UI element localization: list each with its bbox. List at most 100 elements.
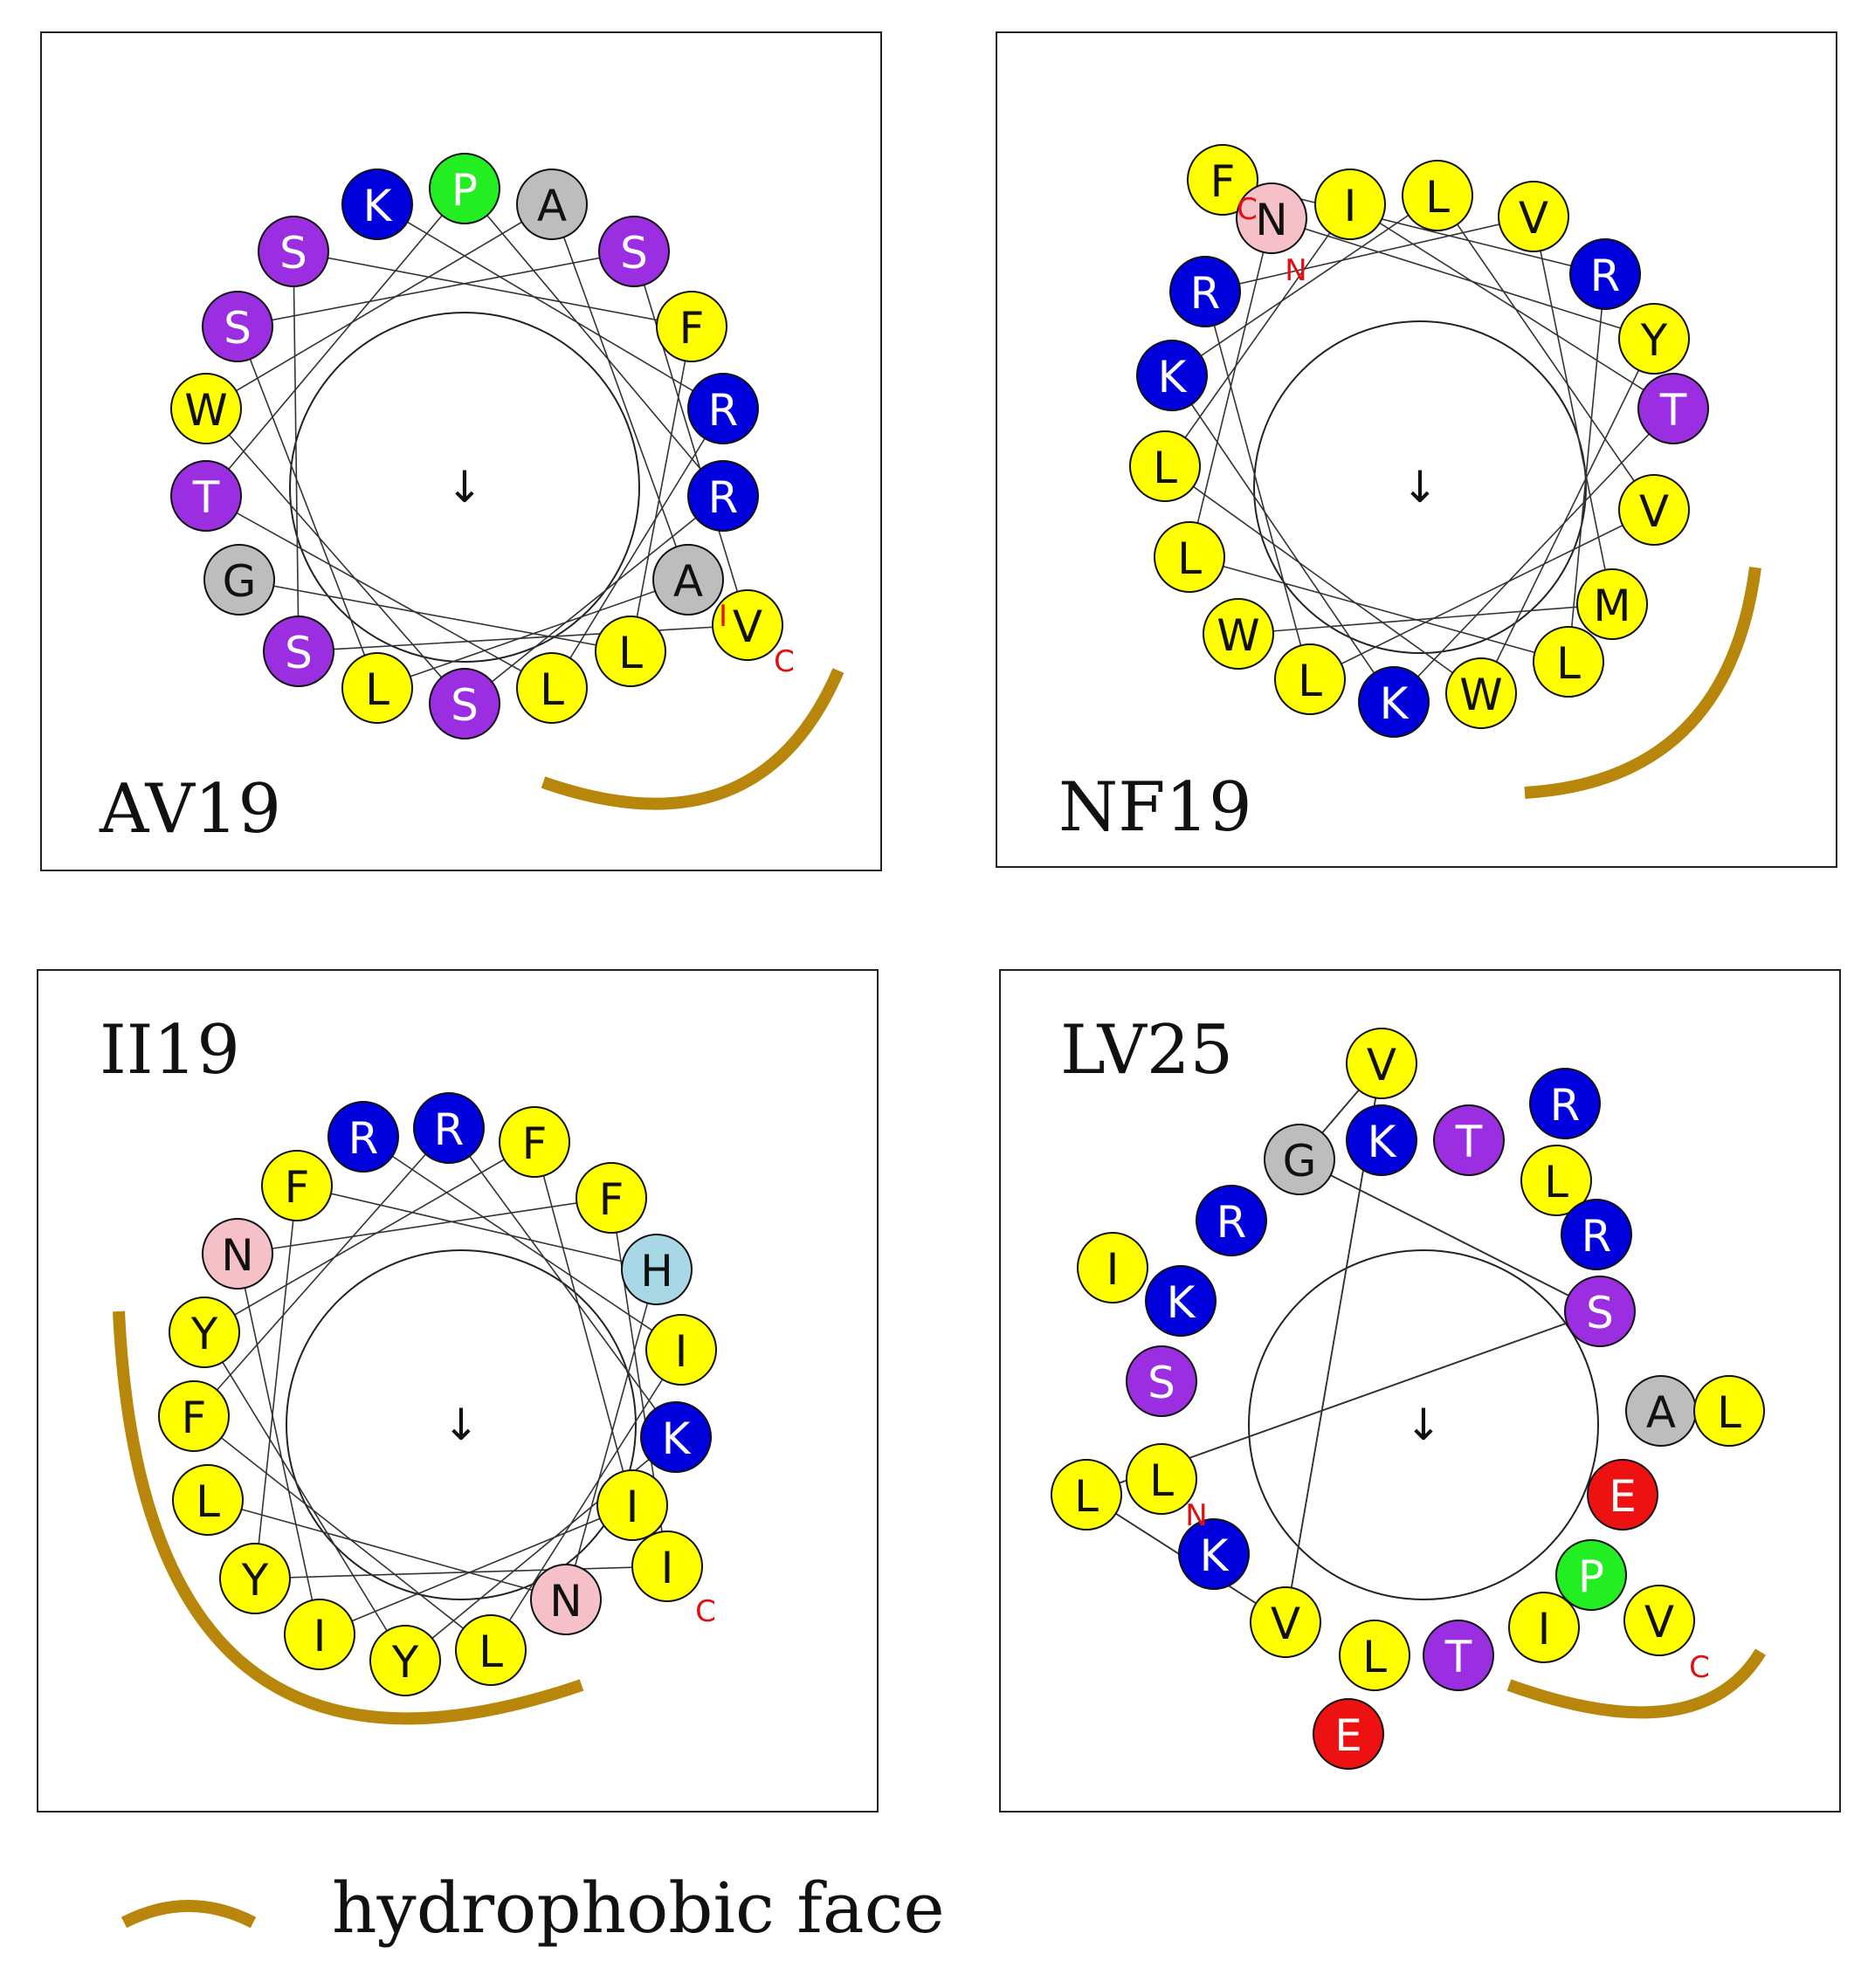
residue-s: S bbox=[1564, 1276, 1636, 1347]
inner-circle bbox=[286, 1249, 637, 1600]
residue-letter: K bbox=[1200, 1531, 1230, 1581]
residue-l: L bbox=[1274, 643, 1346, 715]
helix-connector bbox=[237, 251, 635, 327]
residue-g: G bbox=[203, 544, 275, 616]
residue-letter: L bbox=[196, 1476, 220, 1527]
residue-i: I bbox=[631, 1531, 703, 1602]
residue-r: R bbox=[1569, 238, 1641, 310]
residue-circle bbox=[640, 1401, 712, 1473]
residue-circle bbox=[631, 1531, 703, 1602]
residue-circle bbox=[516, 652, 588, 724]
residue-f: F bbox=[656, 291, 727, 362]
residue-r: R bbox=[1196, 1185, 1267, 1256]
residue-circle bbox=[1126, 1443, 1197, 1515]
helix-connector bbox=[1393, 408, 1674, 703]
residue-letter: T bbox=[192, 472, 220, 523]
residue-circle bbox=[1145, 1265, 1217, 1337]
residue-circle bbox=[645, 1314, 717, 1386]
residue-letter: K bbox=[1167, 1277, 1196, 1328]
residue-r: R bbox=[1561, 1199, 1632, 1270]
residue-letter: I bbox=[661, 1543, 674, 1593]
terminal-label: C bbox=[695, 1594, 716, 1629]
residue-circle bbox=[516, 169, 588, 240]
residue-letter: S bbox=[1586, 1288, 1614, 1338]
residue-s: S bbox=[258, 216, 329, 287]
helix-connector bbox=[630, 326, 693, 652]
residue-r: R bbox=[413, 1092, 485, 1164]
residue-circle bbox=[203, 544, 275, 616]
residue-letter: Y bbox=[1640, 315, 1668, 366]
helix-connector bbox=[565, 1269, 658, 1600]
residue-e: E bbox=[1587, 1459, 1658, 1531]
residue-letter: G bbox=[223, 556, 257, 607]
residue-letter: R bbox=[1190, 268, 1221, 319]
residue-n: N bbox=[530, 1564, 602, 1635]
center-arrow: ↓ bbox=[446, 462, 483, 512]
residue-letter: N bbox=[549, 1576, 582, 1627]
helix-connector bbox=[193, 1415, 492, 1651]
residue-circle bbox=[1445, 657, 1517, 729]
residue-circle bbox=[1498, 181, 1569, 252]
helix-connector bbox=[207, 1499, 567, 1600]
residue-circle bbox=[1339, 1620, 1410, 1691]
residue-r: R bbox=[687, 460, 759, 532]
residue-letter: R bbox=[434, 1104, 465, 1155]
residue-circle bbox=[1508, 1592, 1580, 1663]
residue-letter: A bbox=[1646, 1387, 1676, 1438]
residue-v: V bbox=[1498, 181, 1569, 252]
residue-circle bbox=[1077, 1232, 1148, 1304]
residue-letter: A bbox=[537, 181, 567, 231]
residue-circle bbox=[429, 668, 500, 739]
residue-l: L bbox=[455, 1614, 527, 1686]
terminal-label: C bbox=[1237, 192, 1258, 227]
residue-circle bbox=[1423, 1620, 1494, 1691]
residue-letter: I bbox=[626, 1482, 639, 1532]
helix-connector bbox=[1171, 195, 1438, 376]
residue-circle bbox=[284, 1599, 355, 1670]
residue-a: A bbox=[652, 544, 724, 616]
helix-connector bbox=[293, 251, 693, 327]
residue-circle bbox=[1250, 1586, 1321, 1658]
residue-p: P bbox=[1555, 1539, 1627, 1611]
residue-n: N bbox=[1236, 182, 1307, 254]
residue-letter: T bbox=[1444, 1632, 1472, 1682]
legend-swatch-hydrophobic-face bbox=[121, 1900, 257, 1929]
residue-circle bbox=[1051, 1459, 1122, 1531]
helix-connector bbox=[551, 203, 689, 581]
residue-letter: P bbox=[1578, 1551, 1604, 1602]
residue-circle bbox=[258, 216, 329, 287]
residue-letter: L bbox=[1556, 638, 1581, 689]
residue-letter: E bbox=[1609, 1471, 1637, 1522]
residue-circle bbox=[652, 544, 724, 616]
residue-letter: T bbox=[1659, 385, 1687, 436]
residue-v: V bbox=[1346, 1028, 1417, 1099]
residue-w: W bbox=[1445, 657, 1517, 729]
residue-letter: V bbox=[1367, 1040, 1396, 1090]
residue-circle bbox=[1187, 144, 1258, 216]
residue-t: T bbox=[1637, 373, 1709, 444]
residue-g: G bbox=[1264, 1124, 1335, 1195]
residue-letter: V bbox=[1271, 1599, 1300, 1649]
residue-i: I bbox=[596, 1469, 668, 1541]
residue-p: P bbox=[429, 153, 500, 224]
residue-letter: V bbox=[1519, 193, 1548, 244]
residue-m: M bbox=[1576, 568, 1648, 640]
residue-l: L bbox=[1339, 1620, 1410, 1691]
residue-circle bbox=[1203, 598, 1274, 670]
residue-letter: F bbox=[285, 1162, 310, 1213]
residue-letter: F bbox=[522, 1118, 548, 1169]
residue-letter: S bbox=[620, 228, 648, 279]
residue-i: I bbox=[1077, 1232, 1148, 1304]
residue-circle bbox=[263, 616, 334, 687]
residue-letter: I bbox=[1344, 181, 1357, 231]
hydrophobic-face-arc bbox=[1524, 567, 1761, 799]
residue-letter: F bbox=[599, 1174, 624, 1225]
residue-k: K bbox=[1178, 1518, 1250, 1590]
residue-n: N bbox=[202, 1218, 273, 1290]
residue-circle bbox=[656, 291, 727, 362]
residue-letter: S bbox=[285, 628, 313, 678]
helix-connector bbox=[205, 188, 465, 497]
